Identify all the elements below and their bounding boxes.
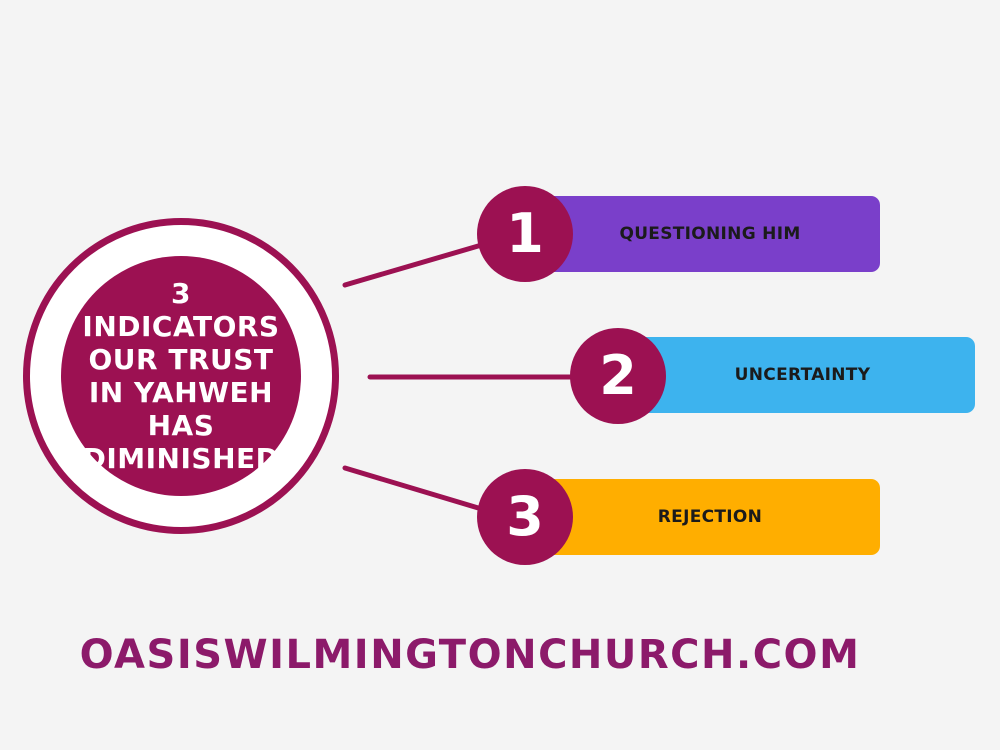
item-number-3: 3 bbox=[506, 485, 544, 548]
item-label-3: REJECTION bbox=[657, 507, 763, 527]
connector-line-3 bbox=[342, 465, 488, 513]
item-bar-3: REJECTION bbox=[540, 479, 880, 555]
item-label-2: UNCERTAINTY bbox=[734, 365, 871, 385]
item-number-1: 1 bbox=[506, 202, 544, 265]
center-circle: 3 INDICATORS OUR TRUST IN YAHWEH HAS DIM… bbox=[61, 256, 301, 496]
connector-line-1 bbox=[342, 241, 488, 288]
item-bar-2: UNCERTAINTY bbox=[630, 337, 975, 413]
item-label-1: QUESTIONING HIM bbox=[619, 224, 801, 244]
item-number-badge-1: 1 bbox=[477, 186, 573, 282]
website-url: OASISWILMINGTONCHURCH.COM bbox=[79, 632, 861, 678]
item-number-badge-2: 2 bbox=[570, 328, 666, 424]
item-number-badge-3: 3 bbox=[477, 469, 573, 565]
item-number-2: 2 bbox=[599, 344, 637, 407]
item-bar-1: QUESTIONING HIM bbox=[540, 196, 880, 272]
center-title: 3 INDICATORS OUR TRUST IN YAHWEH HAS DIM… bbox=[82, 277, 280, 475]
